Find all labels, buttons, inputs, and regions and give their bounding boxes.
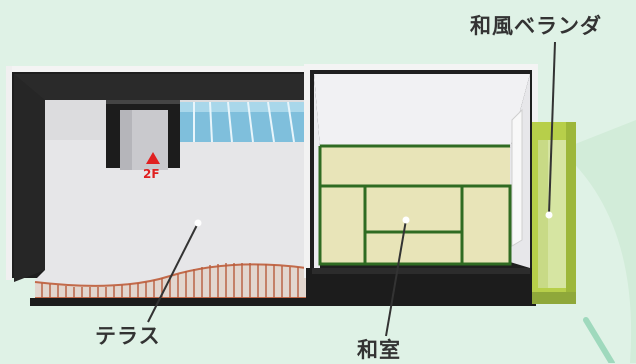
terrace-glass-windows [178,101,306,143]
terrace-back-wall [14,74,306,100]
stair-box [106,100,180,170]
washitsu-pointer-dot [402,216,410,224]
veranda-label: 和風ベランダ [470,14,602,38]
washitsu-back-wall [314,74,530,148]
stair-up-triangle-icon [146,152,160,164]
tatami-borders [318,146,512,266]
tatami-floor [320,146,510,264]
terrace-room [6,66,312,306]
veranda-pointer-dot [545,211,553,219]
stair-marker-label: 2F [143,167,160,181]
terrace-label: テラス [95,324,161,348]
washitsu-shoji [511,108,523,247]
terrace-left-rim [6,66,12,280]
washitsu-room [304,64,538,306]
background-swoosh [560,120,636,363]
leader-lines [147,41,556,337]
washitsu-label: 和室 [357,338,401,362]
terrace-wall-rim [8,66,312,72]
decorative-stroke [583,317,615,363]
terrace-left-wall [14,74,45,282]
veranda [532,122,576,304]
terrace-base [30,298,312,306]
terrace-pointer-dot [194,219,202,227]
terrace-floor [35,140,306,292]
washitsu-divider-rim [304,66,310,278]
washitsu-top-rim [304,64,538,70]
washitsu-base [306,268,536,306]
